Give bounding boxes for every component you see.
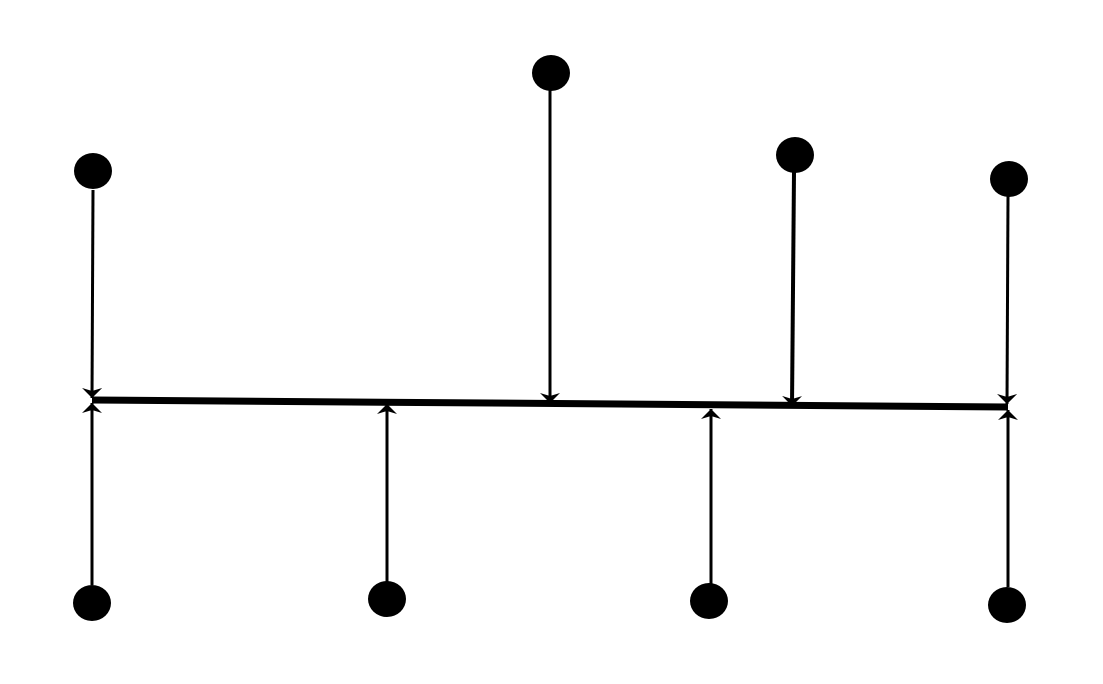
node-top-3 bbox=[776, 137, 814, 173]
node-top-2 bbox=[532, 55, 570, 91]
node-bottom-2 bbox=[368, 581, 406, 617]
node-bottom-4 bbox=[988, 587, 1026, 623]
arrow-down-4 bbox=[997, 195, 1018, 405]
arrow-down-3 bbox=[782, 171, 803, 407]
arrow-down-1 bbox=[82, 189, 103, 399]
node-bottom-3 bbox=[690, 583, 728, 619]
main-bus-line bbox=[91, 396, 1009, 411]
node-top-1 bbox=[74, 153, 112, 189]
node-top-4 bbox=[990, 161, 1028, 197]
node-bottom-1 bbox=[73, 585, 111, 621]
